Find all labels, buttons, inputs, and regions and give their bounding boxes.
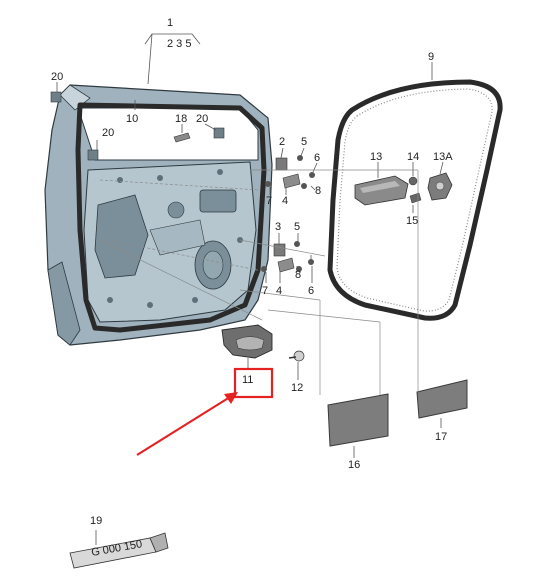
hinge-bracket-13a: [427, 172, 453, 201]
plug-20-b: [87, 149, 99, 161]
callout-20-b: 20: [102, 127, 114, 139]
callout-13a: 13A: [433, 151, 453, 163]
callout-5-upper: 5: [301, 136, 307, 148]
callout-16: 16: [348, 459, 360, 471]
callout-10: 10: [126, 113, 138, 125]
bolt-15: [409, 192, 422, 204]
callout-2: 2: [279, 136, 285, 148]
callout-1-sub: 2 3 5: [167, 38, 191, 50]
sealant-tube-19: G 000 150: [69, 532, 169, 569]
callout-8-upper: 8: [315, 185, 321, 197]
plug-20-c: [213, 127, 225, 139]
clip-18: [173, 132, 191, 143]
screw-12: [288, 350, 305, 362]
plug-20-a: [50, 91, 62, 103]
callout-5-lower: 5: [294, 221, 300, 233]
callout-8-lower: 8: [295, 269, 301, 281]
callout-3: 3: [275, 221, 281, 233]
callout-20-a: 20: [51, 71, 63, 83]
callout-18: 18: [175, 113, 187, 125]
callout-19: 19: [90, 515, 102, 527]
callout-14: 14: [407, 151, 419, 163]
callout-13: 13: [370, 151, 382, 163]
bolt-14: [408, 176, 418, 186]
door-seal-inner: [75, 102, 267, 333]
door-seal-9: [327, 79, 503, 321]
callout-11: 11: [242, 374, 253, 386]
callout-4-lower: 4: [276, 285, 282, 297]
damping-pad-16: [327, 393, 389, 447]
damping-pad-17: [416, 379, 468, 419]
callout-6-lower: 6: [308, 285, 314, 297]
pointer-arrow: [136, 392, 238, 456]
hinge-upper-assembly: [265, 155, 315, 189]
callout-12: 12: [291, 382, 303, 394]
highlight-box: [233, 367, 274, 399]
callout-15: 15: [406, 215, 418, 227]
callout-9: 9: [428, 51, 434, 63]
callout-17: 17: [435, 431, 447, 443]
callout-7-upper: 7: [266, 195, 272, 207]
handle-cover-11: [221, 324, 273, 359]
callout-4-upper: 4: [282, 195, 288, 207]
door-hinge-13: [354, 175, 409, 206]
callout-7-lower: 7: [262, 285, 268, 297]
hinge-lower-assembly: [261, 241, 314, 273]
callout-labels: 1 2 3 5 20 10 20 18 20 9 13 14 13A 15 2 …: [51, 17, 453, 527]
callout-20-c: 20: [196, 113, 208, 125]
callout-1: 1: [167, 17, 173, 29]
door-shell: [44, 84, 273, 346]
callout-6-upper: 6: [314, 152, 320, 164]
